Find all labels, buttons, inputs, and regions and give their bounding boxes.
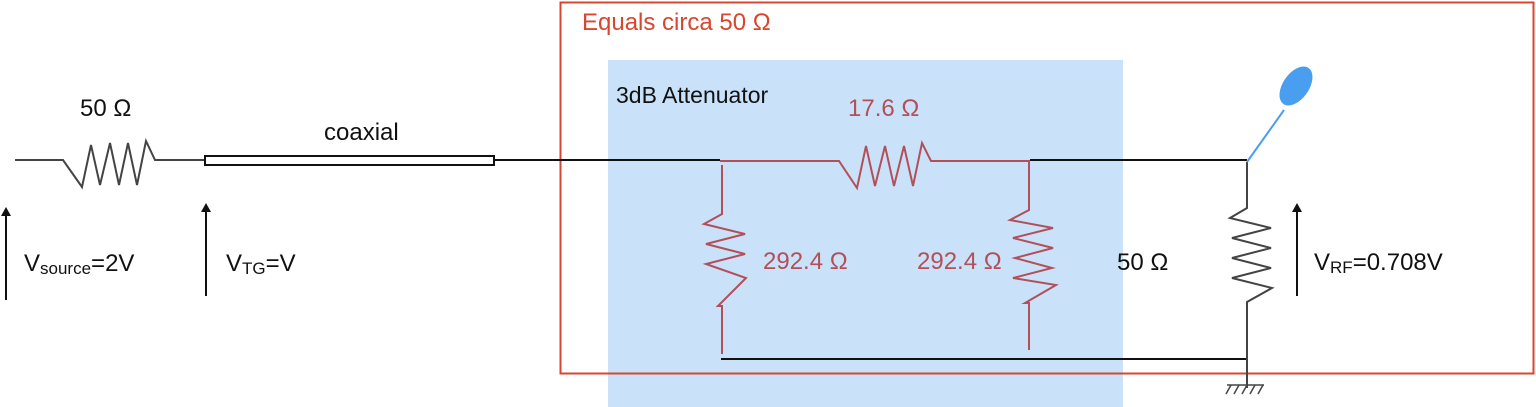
equivalent-load-box	[559, 1, 1535, 375]
attenuator-network	[701, 139, 1059, 354]
antenna-icon	[1246, 66, 1313, 163]
ground-icon	[1225, 384, 1264, 395]
series-resistor-label: 17.6 Ω	[848, 95, 920, 122]
shunt-right-resistor-label: 292.4 Ω	[917, 248, 1002, 275]
coaxial-cable-icon	[204, 155, 495, 166]
tg-voltage-label: VTG=V	[226, 250, 296, 278]
coaxial-label: coaxial	[324, 119, 399, 146]
rf-voltage-subscript: RF	[1330, 258, 1353, 277]
shunt-left-resistor-icon	[701, 165, 748, 354]
tg-voltage-value: =V	[265, 250, 296, 277]
source-voltage-subscript: source	[40, 259, 92, 278]
rf-voltage-value: =0.708V	[1352, 249, 1443, 276]
voltage-arrow-icon	[1, 203, 1302, 300]
load-resistor-icon	[1227, 162, 1275, 388]
series-resistor-icon	[720, 139, 1030, 191]
tg-voltage-symbol: V	[226, 250, 243, 277]
source-resistor-icon	[15, 137, 205, 190]
source-resistor-label: 50 Ω	[80, 95, 132, 122]
load-resistor-label: 50 Ω	[1117, 249, 1169, 276]
rf-voltage-label: VRF=0.708V	[1314, 249, 1443, 277]
shunt-right-resistor-icon	[1006, 162, 1059, 350]
tg-voltage-subscript: TG	[242, 259, 266, 278]
attenuator-region	[608, 60, 1123, 407]
source-voltage-symbol: V	[24, 250, 41, 277]
source-voltage-value: =2V	[91, 250, 135, 277]
source-voltage-label: Vsource=2V	[24, 250, 135, 278]
attenuator-title: 3dB Attenuator	[616, 82, 769, 108]
equivalent-box-label: Equals circa 50 Ω	[582, 9, 771, 36]
rf-voltage-symbol: V	[1314, 249, 1331, 276]
shunt-left-resistor-label: 292.4 Ω	[763, 248, 848, 275]
